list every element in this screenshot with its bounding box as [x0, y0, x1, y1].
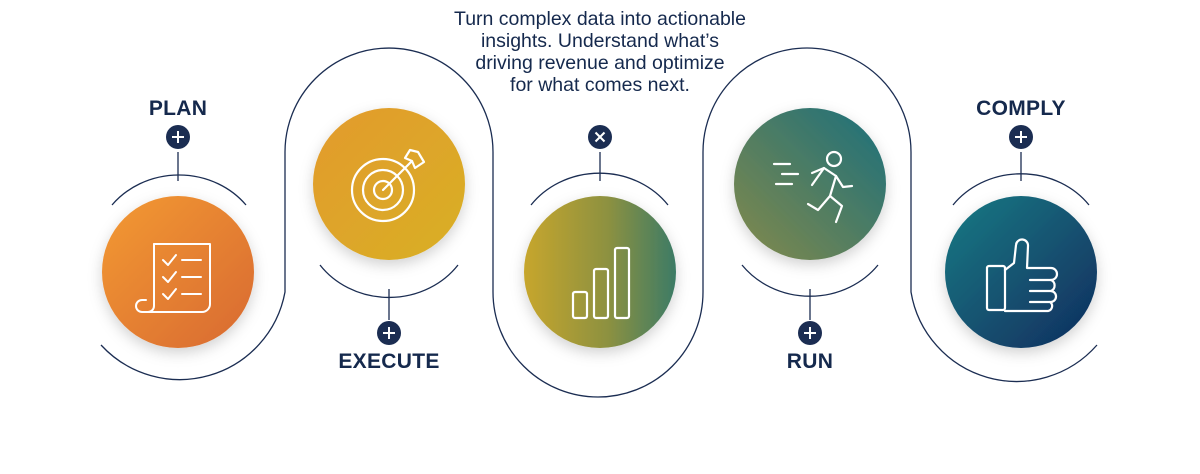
- description-line: Turn complex data into actionable: [454, 8, 746, 30]
- analyze-circle: [524, 196, 676, 348]
- bar-chart-icon: [571, 246, 631, 320]
- plan-ring-arc: [111, 174, 247, 206]
- run-label: RUN: [786, 350, 834, 373]
- plan-expand-button[interactable]: [166, 125, 190, 149]
- comply-expand-button[interactable]: [1009, 125, 1033, 149]
- run-expand-button[interactable]: [798, 321, 822, 345]
- run-circle: [734, 108, 886, 260]
- stage-description: Turn complex data into actionable insigh…: [400, 8, 800, 96]
- running-person-icon: [772, 150, 854, 224]
- execute-expand-button[interactable]: [377, 321, 401, 345]
- comply-label: COMPLY: [976, 97, 1066, 120]
- target-icon: [350, 148, 426, 223]
- checklist-icon: [135, 243, 211, 313]
- thumbs-up-icon: [985, 238, 1059, 313]
- comply-circle: [945, 196, 1097, 348]
- description-line: driving revenue and optimize: [475, 52, 725, 74]
- plan-label: PLAN: [148, 97, 208, 120]
- description-line: for what comes next.: [510, 74, 690, 96]
- execute-label: EXECUTE: [338, 350, 440, 373]
- plan-circle: [102, 196, 254, 348]
- analyze-close-button[interactable]: [588, 125, 612, 149]
- flow-connector-line: [100, 47, 1098, 398]
- description-line: insights. Understand what’s: [480, 30, 720, 52]
